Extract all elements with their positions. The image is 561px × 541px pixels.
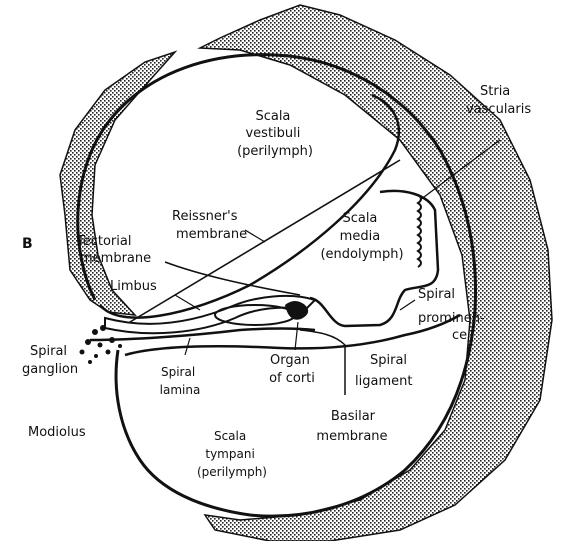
reissners-membrane-label: Reissner's membrane: [172, 209, 247, 242]
reissners-pointer: [245, 230, 265, 242]
organ-of-corti-pointer: [295, 322, 298, 350]
limbus-pointer: [175, 295, 200, 310]
scala-media-label: Scala media (endolymph): [320, 211, 403, 262]
spiral-lamina-label: Spiral lamina: [160, 365, 201, 397]
organ-of-corti-label: Organ of corti: [269, 353, 315, 386]
spiral-ligament-label: Spiral ligament: [355, 353, 412, 389]
spiral-ganglion-label: Spiral ganglion: [22, 344, 78, 377]
spiral-prominence-pointer: [400, 300, 415, 310]
stria-vascularis-strip: [418, 195, 421, 267]
panel-letter: B: [22, 236, 33, 252]
scala-tympani-boundary: [125, 315, 460, 355]
scala-tympani-label: Scala tympani (perilymph): [197, 429, 267, 479]
basilar-membrane-label: Basilar membrane: [316, 409, 387, 444]
limbus-label: Limbus: [110, 279, 157, 294]
scala-vestibuli-label: Scala vestibuli (perilymph): [237, 109, 313, 159]
modiolus-label: Modiolus: [28, 425, 86, 440]
left-bony-wall: [60, 52, 175, 315]
